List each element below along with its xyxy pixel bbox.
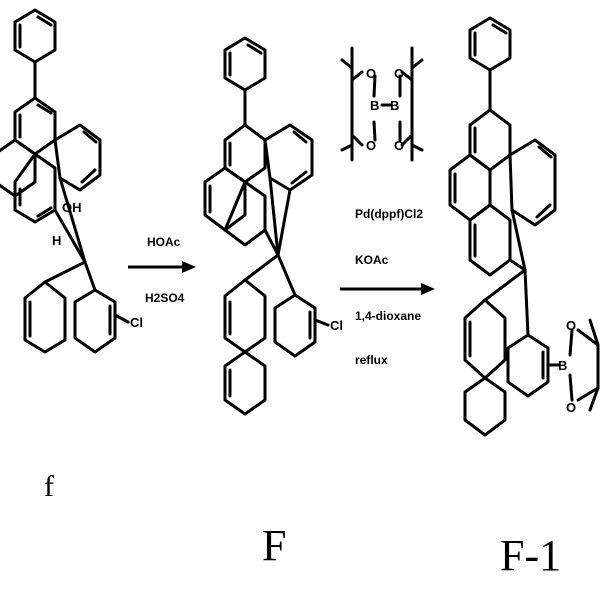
b2pin2-structure xyxy=(342,48,422,160)
F1-o-bottom-atom: O xyxy=(566,400,576,415)
b2pin2-o-top-left: O xyxy=(366,66,376,81)
step2-base: KOAc xyxy=(355,253,389,267)
b2pin2-o-top-right: O xyxy=(394,66,404,81)
b2pin2-b-left: B xyxy=(370,98,379,113)
compound-F1-structure xyxy=(450,18,598,435)
reaction-arrow-2 xyxy=(340,283,435,295)
compound-f-label: f xyxy=(44,470,54,503)
F-cl-atom: Cl xyxy=(330,318,343,333)
F1-o-top-atom: O xyxy=(566,318,576,333)
reaction-arrow-1 xyxy=(128,261,196,273)
step1-reagent-h2so4: H2SO4 xyxy=(145,291,185,305)
compound-F-label: F xyxy=(262,521,286,570)
f-h-atom: H xyxy=(52,233,61,248)
step1-reagent-hoac: HOAc xyxy=(147,235,181,249)
step2-solvent: 1,4-dioxane xyxy=(355,309,421,323)
compound-F1-label: F-1 xyxy=(500,531,561,580)
f-oh-atom: OH xyxy=(62,200,82,215)
step2-condition: reflux xyxy=(355,353,388,367)
b2pin2-o-bottom-right: O xyxy=(394,138,404,153)
b2pin2-b-right: B xyxy=(390,98,399,113)
F1-b-atom: B xyxy=(558,358,567,373)
b2pin2-o-bottom-left: O xyxy=(366,138,376,153)
compound-f-structure xyxy=(0,10,128,352)
compound-F-structure xyxy=(205,38,328,414)
step2-catalyst: Pd(dppf)Cl2 xyxy=(355,207,423,221)
f-cl-atom: Cl xyxy=(130,315,143,330)
